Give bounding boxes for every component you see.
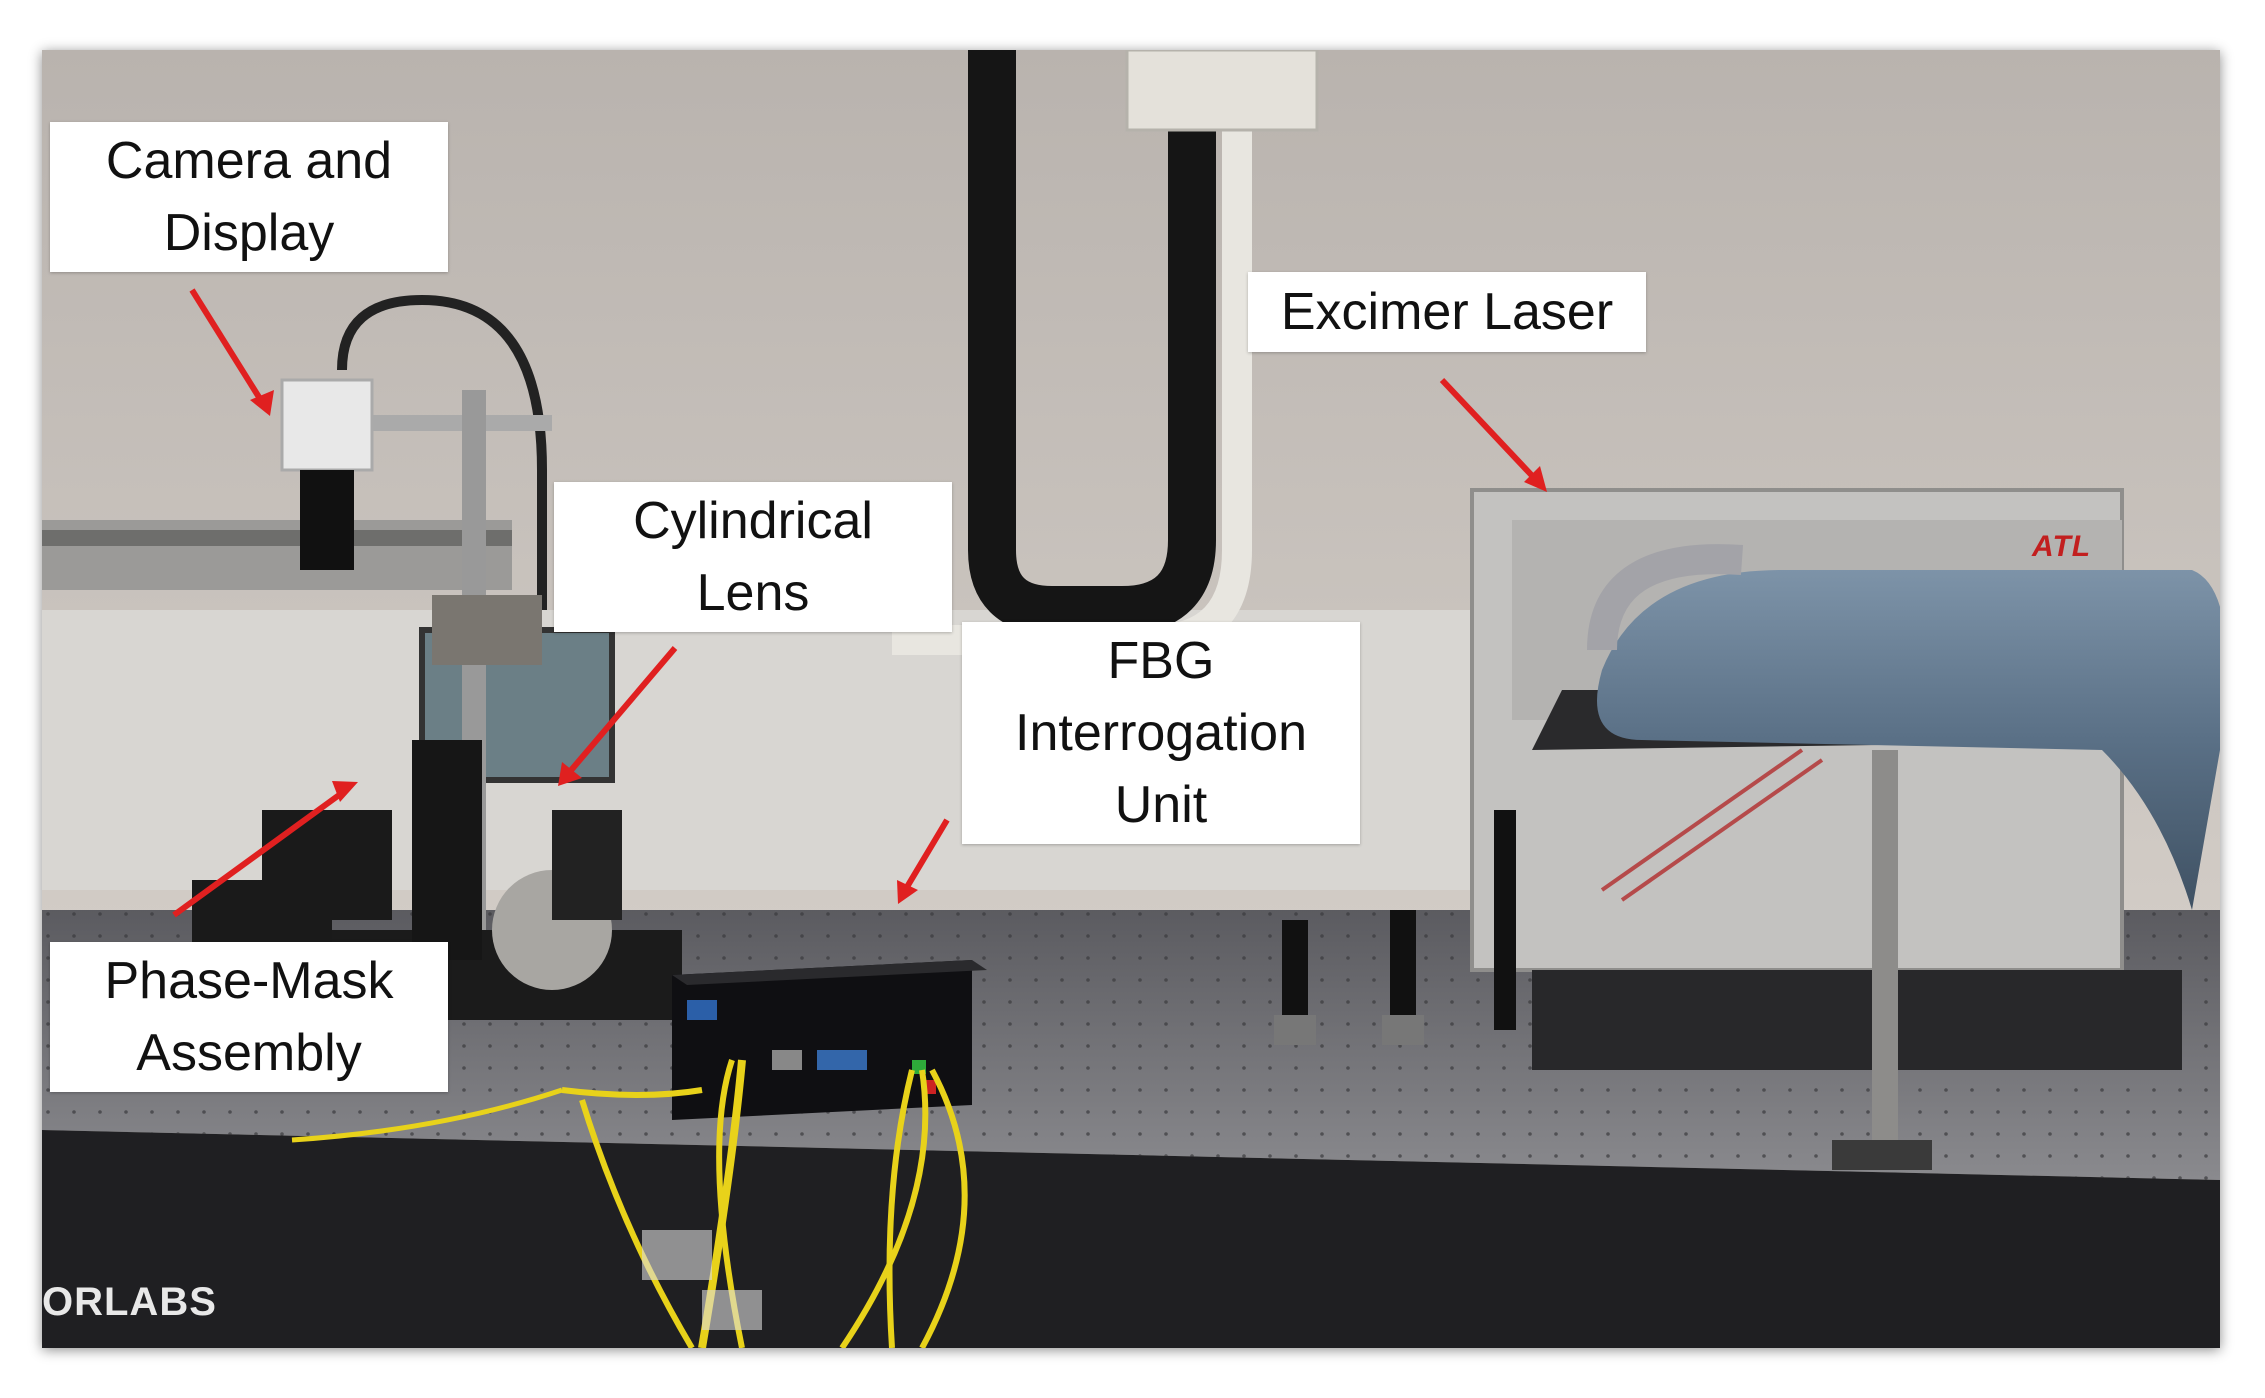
wall-cables xyxy=(968,50,1216,634)
junction-box xyxy=(1125,50,1319,132)
camera-body xyxy=(280,378,374,472)
table-brand-text: ORLABS xyxy=(42,1280,217,1324)
label-phase-line2: Assembly xyxy=(136,1024,362,1082)
optical-post xyxy=(1390,910,1416,1020)
optical-table-base xyxy=(42,1130,2220,1348)
label-laser-line1: Excimer Laser xyxy=(1280,283,1614,341)
label-fbg-interrogation-unit: FBG Interrogation Unit xyxy=(962,622,1360,844)
label-camera-and-display: Camera and Display xyxy=(50,122,448,272)
label-fbg-line1: FBG xyxy=(1107,632,1215,690)
label-camera-line2: Display xyxy=(163,204,335,262)
label-camera-line1: Camera and xyxy=(105,132,393,190)
optical-post xyxy=(1282,920,1308,1020)
label-lens-line2: Lens xyxy=(696,564,810,622)
fbg-interrogation-box xyxy=(672,960,972,1120)
label-fbg-line2: Interrogation xyxy=(1015,704,1307,762)
label-phase-line1: Phase-Mask xyxy=(104,952,394,1010)
label-excimer-laser: Excimer Laser xyxy=(1248,272,1646,352)
label-phase-mask-assembly: Phase-Mask Assembly xyxy=(50,942,448,1092)
annotation-arrows xyxy=(172,288,1547,918)
exhaust-duct xyxy=(1597,570,2220,910)
label-lens-line1: Cylindrical xyxy=(633,492,873,550)
label-cylindrical-lens: Cylindrical Lens xyxy=(554,482,952,632)
lab-setup-photo: ATL ORLABS Camera and Display Cylindrica… xyxy=(42,50,2220,1348)
laser-brand-text: ATL xyxy=(2032,530,2092,563)
label-fbg-line3: Unit xyxy=(1114,776,1208,834)
